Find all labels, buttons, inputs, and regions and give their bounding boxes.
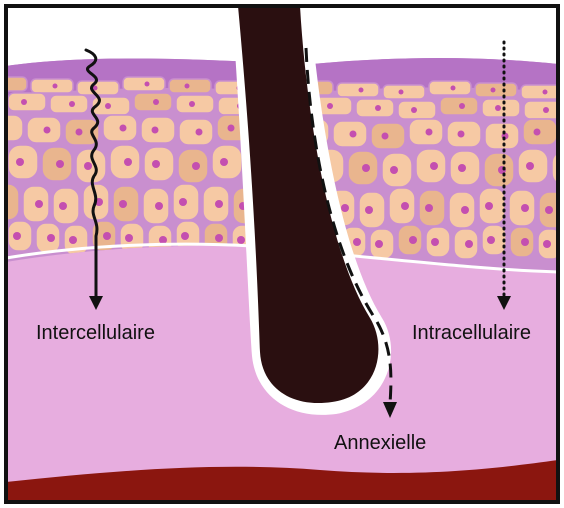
cell-nucleus bbox=[382, 133, 389, 140]
cell-nucleus bbox=[495, 105, 501, 111]
cell-nucleus bbox=[185, 84, 190, 89]
cell-nucleus bbox=[237, 236, 245, 244]
cell-nucleus bbox=[159, 236, 167, 244]
cell-nucleus bbox=[543, 90, 548, 95]
keratinocyte-cell bbox=[0, 184, 19, 220]
cell-nucleus bbox=[13, 232, 21, 240]
cell-nucleus bbox=[84, 162, 92, 170]
cell-nucleus bbox=[425, 204, 433, 212]
cell-nucleus bbox=[179, 198, 187, 206]
cell-nucleus bbox=[155, 202, 163, 210]
keratinocyte-cell bbox=[337, 83, 379, 97]
cell-nucleus bbox=[152, 160, 160, 168]
label-appendageal: Annexielle bbox=[334, 432, 426, 455]
cell-nucleus bbox=[390, 166, 398, 174]
cell-nucleus bbox=[459, 103, 465, 109]
cell-nucleus bbox=[543, 240, 551, 248]
label-intracellular: Intracellulaire bbox=[412, 322, 531, 345]
cell-nucleus bbox=[120, 125, 127, 132]
cell-nucleus bbox=[124, 158, 132, 166]
cell-nucleus bbox=[341, 204, 349, 212]
keratinocyte-cell bbox=[383, 85, 425, 99]
cell-nucleus bbox=[359, 88, 364, 93]
cell-nucleus bbox=[451, 86, 456, 91]
keratinocyte-cell bbox=[429, 81, 471, 95]
cell-nucleus bbox=[362, 164, 370, 172]
cell-nucleus bbox=[119, 200, 127, 208]
cell-nucleus bbox=[56, 160, 64, 168]
cell-nucleus bbox=[105, 103, 111, 109]
cell-nucleus bbox=[215, 234, 223, 242]
cell-nucleus bbox=[350, 131, 357, 138]
cell-nucleus bbox=[465, 240, 473, 248]
cell-nucleus bbox=[53, 84, 58, 89]
cell-nucleus bbox=[399, 90, 404, 95]
cell-nucleus bbox=[153, 99, 159, 105]
keratinocyte-cell bbox=[77, 81, 119, 95]
cell-nucleus bbox=[21, 99, 27, 105]
cell-nucleus bbox=[215, 200, 223, 208]
cell-nucleus bbox=[44, 127, 51, 134]
cell-nucleus bbox=[401, 202, 409, 210]
cell-nucleus bbox=[47, 234, 55, 242]
cell-nucleus bbox=[534, 129, 541, 136]
cell-nucleus bbox=[353, 238, 361, 246]
keratinocyte-cell bbox=[31, 79, 73, 93]
cell-nucleus bbox=[181, 232, 189, 240]
keratinocyte-cell bbox=[169, 79, 211, 93]
cell-nucleus bbox=[526, 162, 534, 170]
cell-nucleus bbox=[458, 164, 466, 172]
cell-nucleus bbox=[16, 158, 24, 166]
cell-nucleus bbox=[145, 82, 150, 87]
cell-nucleus bbox=[59, 202, 67, 210]
cell-nucleus bbox=[69, 236, 77, 244]
keratinocyte-cell bbox=[0, 115, 23, 141]
cell-nucleus bbox=[228, 125, 235, 132]
cell-nucleus bbox=[430, 162, 438, 170]
cell-nucleus bbox=[35, 200, 43, 208]
cell-nucleus bbox=[76, 129, 83, 136]
keratinocyte-cell bbox=[123, 77, 165, 91]
cell-nucleus bbox=[521, 204, 529, 212]
cell-nucleus bbox=[196, 129, 203, 136]
cell-nucleus bbox=[545, 206, 553, 214]
label-intercellular: Intercellulaire bbox=[36, 322, 155, 345]
cell-nucleus bbox=[485, 202, 493, 210]
cell-nucleus bbox=[461, 206, 469, 214]
cell-nucleus bbox=[375, 240, 383, 248]
cell-nucleus bbox=[458, 131, 465, 138]
cell-nucleus bbox=[220, 158, 228, 166]
cell-nucleus bbox=[426, 129, 433, 136]
cell-nucleus bbox=[409, 236, 417, 244]
cell-nucleus bbox=[491, 88, 496, 93]
cell-nucleus bbox=[69, 101, 75, 107]
cell-nucleus bbox=[192, 162, 200, 170]
cell-nucleus bbox=[189, 101, 195, 107]
cell-nucleus bbox=[365, 206, 373, 214]
cell-nucleus bbox=[431, 238, 439, 246]
cell-nucleus bbox=[487, 236, 495, 244]
cell-nucleus bbox=[375, 105, 381, 111]
cell-nucleus bbox=[521, 238, 529, 246]
cell-nucleus bbox=[411, 107, 417, 113]
cell-nucleus bbox=[125, 234, 133, 242]
keratinocyte-cell bbox=[475, 83, 517, 97]
cell-nucleus bbox=[152, 127, 159, 134]
cell-nucleus bbox=[327, 103, 333, 109]
cell-nucleus bbox=[543, 107, 549, 113]
cell-nucleus bbox=[103, 232, 111, 240]
